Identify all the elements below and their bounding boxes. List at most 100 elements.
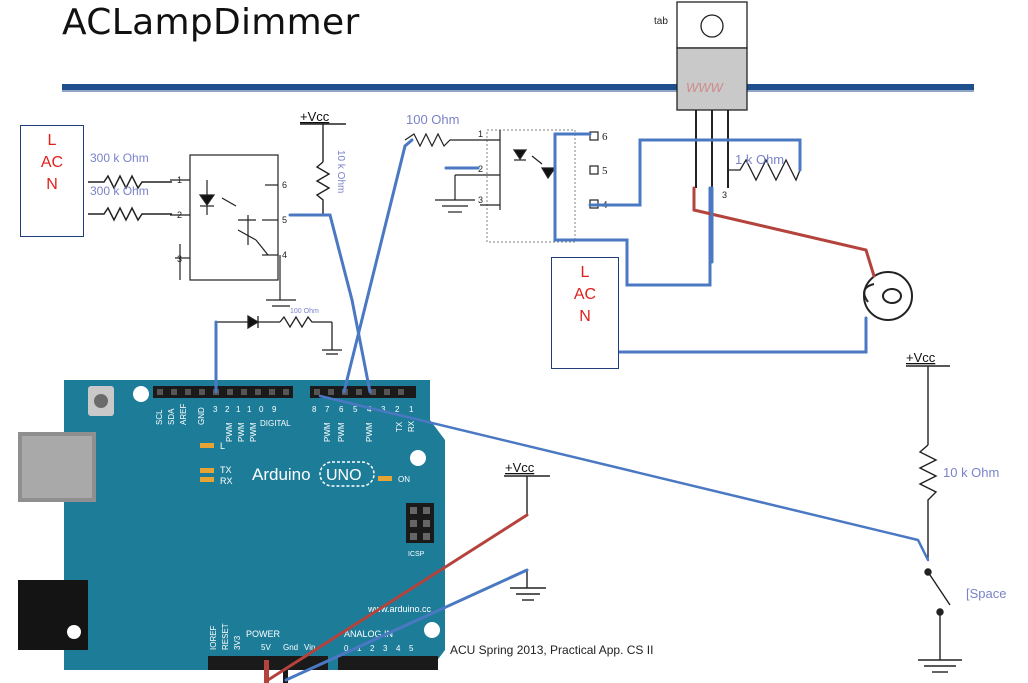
pin-num-11: 1 [236, 405, 241, 414]
mid-vcc-ground [504, 475, 550, 601]
pin-label-gnd-pwr: Gnd [283, 643, 298, 652]
wire-lamp-neutral [616, 316, 868, 354]
pin-label-rx0: RX [407, 420, 416, 432]
pwm-label-3: PWM [365, 422, 374, 442]
moc-pin2: 2 [478, 164, 483, 174]
label-300k-2: 300 k Ohm [90, 184, 149, 198]
pin-label-sda: SDA [167, 408, 176, 425]
optocoupler-left [170, 154, 296, 307]
digital-label: DIGITAL [260, 419, 291, 428]
label-1k: 1 k Ohm [735, 152, 784, 167]
pin-num-4: 5 [353, 405, 358, 414]
slide-title: ACLampDimmer [62, 2, 360, 43]
pwm-label-5: PWM [337, 422, 346, 442]
label-switch: [Space [966, 586, 1006, 601]
opto-left-pin6: 6 [282, 180, 287, 190]
moc-pin3: 3 [478, 195, 483, 205]
ac-right-ac: AC [573, 286, 597, 303]
power-jack [18, 580, 88, 650]
analog-pin-4: 4 [396, 644, 401, 653]
lamp [863, 271, 913, 321]
wire-5v-red [266, 513, 529, 682]
ac-left-l: L [47, 132, 57, 149]
analog-header [338, 656, 438, 670]
wire-moc-to-pin5 [342, 138, 414, 394]
opto-left-pin4: 4 [282, 250, 287, 260]
label-300k-1: 300 k Ohm [90, 151, 149, 165]
ac-source-left: L AC N [20, 125, 84, 237]
opto-left-pin5: 5 [282, 215, 287, 225]
pin-label-5v: 5V [261, 643, 271, 652]
label-100-moc: 100 Ohm [406, 112, 459, 127]
pin-label-gnd: GND [197, 407, 206, 425]
ac-right-n: N [579, 308, 591, 325]
opto-left-pin1: 1 [177, 175, 182, 185]
analog-in-label: ANALOG IN [344, 629, 393, 639]
pin-num-1: 2 [395, 405, 400, 414]
pwm-label-6: PWM [323, 422, 332, 442]
wire-pin-to-switch [318, 394, 930, 562]
moc-pin1: 1 [478, 129, 483, 139]
power-label: POWER [246, 629, 281, 639]
triac-pin3: 3 [722, 190, 727, 200]
l-led-label: L [220, 441, 225, 451]
wiring [214, 132, 930, 682]
wire-moc4-to-triac [588, 138, 802, 207]
switch-circuit [906, 365, 962, 673]
label-tab: tab [654, 16, 668, 27]
ac-source-right: L AC N [551, 257, 619, 369]
pin-num-0: 1 [409, 405, 414, 414]
pin-num-6: 7 [325, 405, 330, 414]
wire-triac-red [692, 186, 876, 278]
pwm-label-11: PWM [225, 422, 234, 442]
label-100-led: 100 Ohm [290, 308, 319, 315]
resistor-300k-pair [88, 174, 172, 222]
pin-label-scl: SCL [155, 409, 164, 425]
pin-num-9: 0 [259, 405, 264, 414]
pin-label-vin: Vin [304, 643, 315, 652]
triac-marking: WWW [686, 80, 725, 95]
pin-label-ioref: IOREF [209, 625, 218, 650]
optotriac [404, 129, 599, 243]
label-vcc-mid: +Vcc [505, 460, 535, 475]
wire-gnd-blue [284, 568, 529, 682]
pwm-label-9: PWM [249, 422, 258, 442]
footer-text: ACU Spring 2013, Practical App. CS II [450, 643, 654, 657]
pin-num-13: 3 [213, 405, 218, 414]
pin-label-reset: RESET [221, 623, 230, 650]
opto-left-pin2: 2 [177, 210, 182, 220]
analog-pin-1: 1 [357, 644, 362, 653]
ac-left-n: N [46, 176, 58, 193]
wire-moc6-down [553, 132, 712, 287]
opto-left-pin3: 3 [177, 254, 182, 264]
ac-right-l: L [580, 264, 590, 281]
triac [676, 1, 801, 188]
arduino-model-label: UNO [326, 467, 362, 484]
pin-num-7: 8 [312, 405, 317, 414]
analog-pin-2: 2 [370, 644, 375, 653]
moc-pin6: 6 [602, 131, 608, 143]
pin-label-3v3: 3V3 [233, 635, 242, 650]
pin-num-8: 9 [272, 405, 277, 414]
pin-num-10: 1 [247, 405, 252, 414]
pin-label-aref: AREF [179, 404, 188, 425]
pin-num-3: 4 [367, 405, 372, 414]
label-10k-switch: 10 k Ohm [943, 465, 999, 480]
icsp-label: ICSP [408, 551, 425, 558]
arduino-board: Arduino UNO ON TX RX L DIGITAL POWER ANA… [18, 380, 445, 683]
arduino-brand-label: Arduino [252, 465, 311, 484]
label-vcc-right: +Vcc [906, 350, 936, 365]
on-label: ON [398, 475, 410, 484]
label-10k-vertical: 10 k Ohm [335, 150, 346, 193]
rx-label: RX [220, 476, 233, 486]
label-vcc-opto: +Vcc [300, 109, 330, 124]
title-rule-shadow [62, 90, 974, 92]
wire-opto-to-pin2 [288, 213, 372, 394]
title-rule [62, 84, 974, 90]
ac-left-ac: AC [40, 154, 64, 171]
tx-label: TX [220, 465, 232, 475]
pin-label-tx0: TX [395, 421, 404, 432]
website-label: www.arduino.cc [367, 604, 432, 614]
analog-pin-0: 0 [344, 644, 349, 653]
